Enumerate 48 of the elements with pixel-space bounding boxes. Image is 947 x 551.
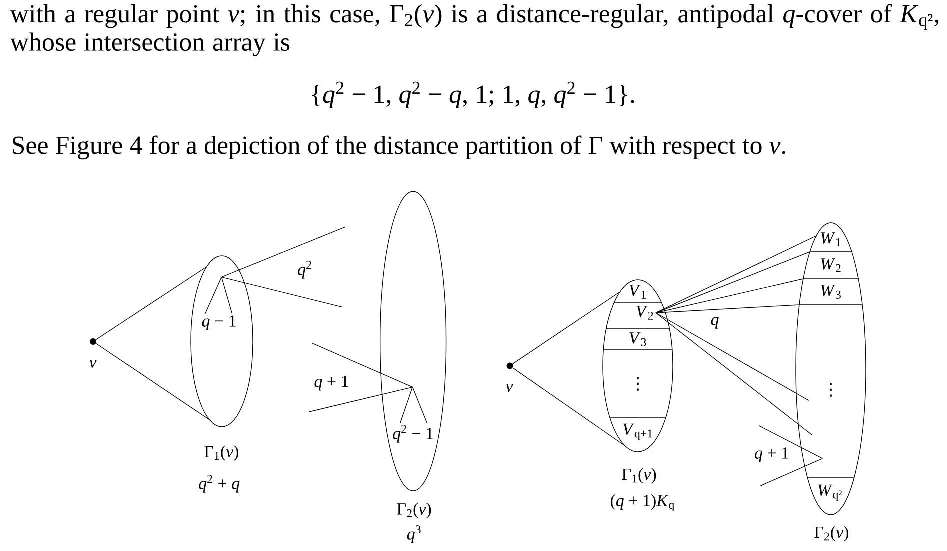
part-label: V$_{3}$ <box>630 332 646 346</box>
count-label: q$^{2}$ <box>298 261 312 279</box>
count-label: q$^{3}$ <box>407 526 421 544</box>
part-label: W$_{q²}$ <box>818 484 842 502</box>
line <box>656 236 817 314</box>
count-label: q <box>711 317 719 329</box>
part-label: W$_{1}$ <box>821 232 841 246</box>
part-label: V$_{1}$ <box>630 285 646 299</box>
vertex-label: v <box>506 384 514 392</box>
line <box>221 276 233 314</box>
count-label: q + 1 <box>755 448 789 462</box>
line <box>308 386 414 412</box>
vertex-label: v <box>89 360 97 368</box>
line <box>656 252 810 314</box>
count-label: q$^{2}$ − 1 <box>393 425 434 443</box>
set-label: Γ$_{1}$(v) <box>622 468 656 484</box>
line <box>512 368 626 446</box>
line <box>221 226 346 278</box>
part-label: V$_{q+1}$ <box>623 424 652 440</box>
set-label: Γ$_{1}$(v) <box>204 446 239 461</box>
paragraph: See Figure 4 for a depiction of the distance partition of Γ with respect to v. <box>12 136 786 160</box>
count-label: q − 1 <box>202 316 236 330</box>
set-label: Γ$_{2}$(v) <box>814 526 849 542</box>
count-label: q$^{2}$ + q <box>199 475 240 493</box>
line <box>758 426 824 460</box>
line <box>96 343 210 420</box>
line <box>656 312 810 402</box>
line <box>400 386 414 424</box>
count-label: q + 1 <box>314 376 348 391</box>
part-label: W$_{3}$ <box>821 285 841 299</box>
line <box>656 304 800 314</box>
line <box>656 312 812 436</box>
line <box>221 276 344 308</box>
vertical-dots: ⋮ <box>637 377 639 391</box>
part-label: W$_{2}$ <box>821 258 841 272</box>
count-label: (q + 1)K$_{q}$ <box>611 494 674 512</box>
formula: {q$^{2}$ − 1, q$^{2}$ − q, 1; 1, q, q$^{2}$ − 1}. <box>312 82 634 109</box>
line <box>656 278 804 314</box>
line <box>512 292 621 364</box>
paragraph: with a regular point v; in this case, Γ$_{2}$(v) is a distance-regular, antipodal q-cover of K$_{q²}$, whose intersection array is <box>10 4 939 56</box>
line <box>204 276 222 314</box>
line <box>312 342 414 388</box>
line <box>760 458 824 486</box>
part-label: V$_{2}$ <box>636 306 654 320</box>
line <box>96 266 208 340</box>
set-label: Γ$_{2}$(v) <box>397 502 432 518</box>
line <box>412 386 428 424</box>
vertical-dots: ⋮ <box>830 383 832 397</box>
